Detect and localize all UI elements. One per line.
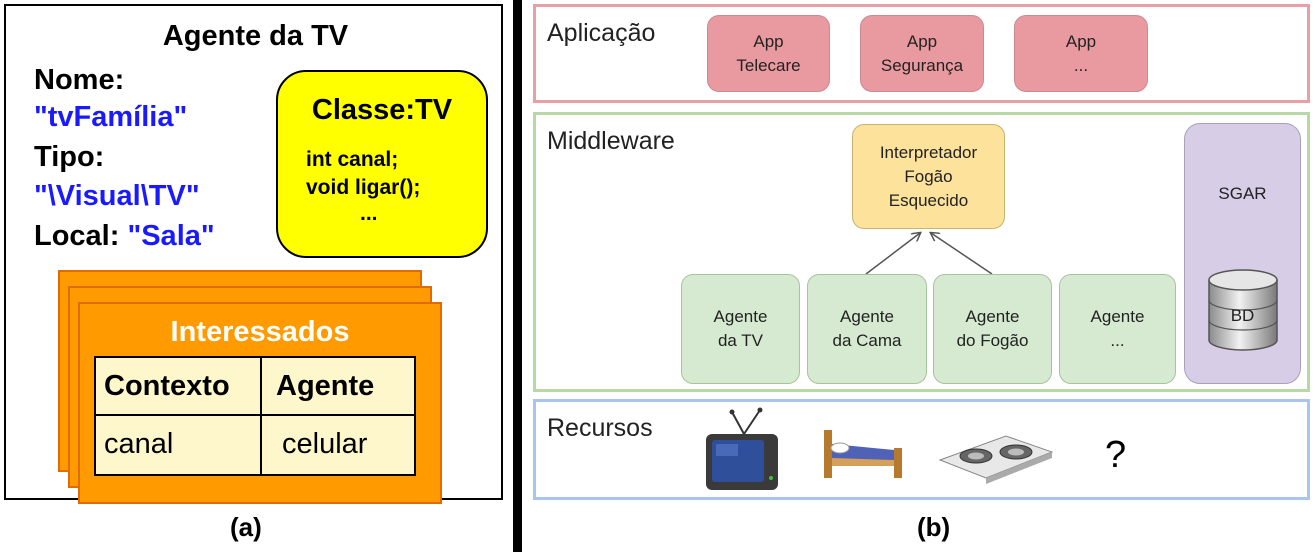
database-icon [1208, 269, 1278, 351]
name-label: Nome: [34, 64, 125, 96]
arrow-stove-to-interpreter [931, 233, 993, 275]
agent-label: Agente da Cama [832, 307, 902, 350]
table-header-context: Contexto [104, 370, 230, 402]
type-label: Tipo: [34, 141, 105, 173]
class-line: void ligar(); [306, 176, 421, 199]
interest-card: Interessados Contexto Agente canal celul… [78, 302, 442, 504]
name-value: "tvFamília" [34, 101, 188, 133]
tv-icon [706, 407, 778, 490]
caption-b: (b) [917, 512, 951, 542]
unknown-resource: ? [1105, 434, 1127, 476]
interest-title: Interessados [170, 316, 350, 348]
app-label: App Telecare [736, 31, 801, 75]
interpreter-box: Interpretador Fogão Esquecido [852, 124, 1005, 229]
type-value: "\Visual\TV" [34, 180, 200, 212]
app-security: App Segurança [860, 15, 984, 92]
resources-label: Recursos [547, 414, 653, 442]
interest-table: Contexto Agente canal celular [94, 356, 416, 476]
table-cell-context: canal [104, 428, 174, 460]
bed-icon [824, 430, 902, 478]
class-line: ... [360, 202, 378, 225]
agent-label: Agente ... [1090, 307, 1145, 350]
agent-label: Agente da TV [713, 307, 768, 350]
arrows [865, 115, 993, 275]
class-box: Classe:TV int canal; void ligar(); ... [276, 70, 488, 258]
sgar-box: SGAR BD [1184, 123, 1301, 384]
agent-label: Agente do Fogão [956, 307, 1029, 350]
application-layer: Aplicação App Telecare App Segurança App… [533, 4, 1310, 103]
location-value: "Sala" [127, 220, 215, 252]
class-line: int canal; [306, 148, 399, 171]
tv-agent-panel: Agente da TV Nome: "tvFamília" Tipo: "\V… [4, 4, 503, 504]
location-row: Local: "Sala" [34, 220, 215, 253]
agent-tv-box: Agente da TV [681, 274, 800, 384]
table-divider [96, 414, 414, 416]
app-label: App ... [1065, 31, 1097, 75]
table-cell-agent: celular [282, 428, 368, 460]
middleware-label: Middleware [547, 127, 675, 155]
agent-bed-box: Agente da Cama [807, 274, 927, 384]
location-label: Local: [34, 220, 120, 252]
interpreter-label: Interpretador Fogão Esquecido [879, 142, 978, 210]
agent-more-box: Agente ... [1059, 274, 1176, 384]
app-more: App ... [1014, 15, 1148, 92]
agent-stove-box: Agente do Fogão [933, 274, 1052, 384]
table-divider [260, 358, 262, 474]
class-title: Classe:TV [311, 94, 453, 126]
agent-title: Agente da TV [162, 20, 349, 52]
database-label: BD [1230, 306, 1255, 325]
table-header-agent: Agente [276, 370, 375, 402]
application-label: Aplicação [547, 19, 656, 47]
resources-layer: Recursos ? [533, 399, 1310, 500]
panel-divider [513, 0, 522, 552]
middleware-layer: Middleware Interpretador Fogão Esquecido… [533, 112, 1310, 392]
app-telecare: App Telecare [707, 15, 830, 92]
sgar-label: SGAR [1218, 184, 1267, 203]
caption-a: (a) [230, 512, 262, 542]
stove-icon [938, 435, 1054, 484]
arrow-tv-to-interpreter [865, 233, 920, 275]
app-label: App Segurança [880, 31, 964, 75]
